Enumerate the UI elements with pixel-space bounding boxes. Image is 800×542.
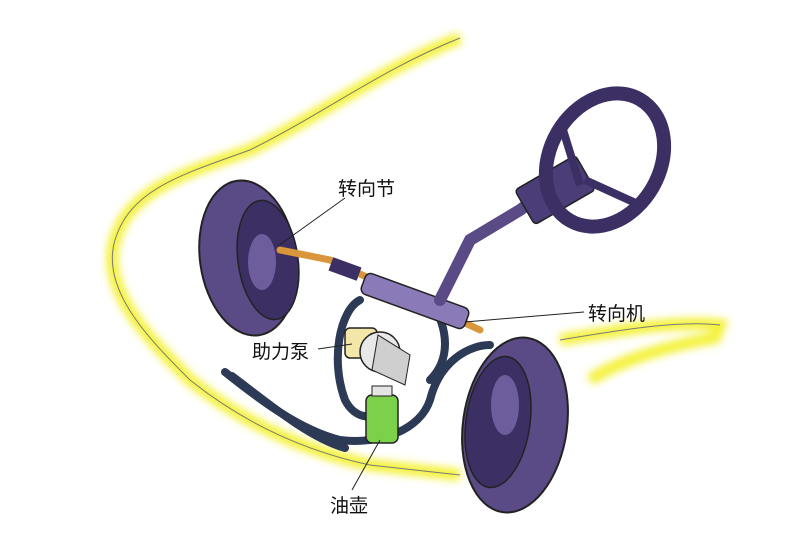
- steering-gear: [276, 246, 484, 334]
- power-pump: [344, 327, 411, 386]
- label-steering-knuckle: 转向节: [338, 178, 395, 200]
- label-power-pump: 助力泵: [252, 341, 309, 363]
- leader-lines: [277, 197, 585, 491]
- leader-power-pump: [317, 343, 353, 350]
- label-steering-gear: 转向机: [588, 303, 645, 325]
- leader-knuckle: [277, 197, 346, 247]
- label-oil-reservoir: 油壶: [330, 495, 368, 517]
- left-front-wheel: [198, 179, 300, 337]
- leader-reservoir: [351, 439, 381, 491]
- car-body-outline: [106, 32, 729, 481]
- steering-wheel: [538, 86, 672, 234]
- oil-reservoir: [365, 385, 399, 444]
- leader-steering-gear: [464, 311, 585, 323]
- right-front-wheel: [461, 336, 569, 514]
